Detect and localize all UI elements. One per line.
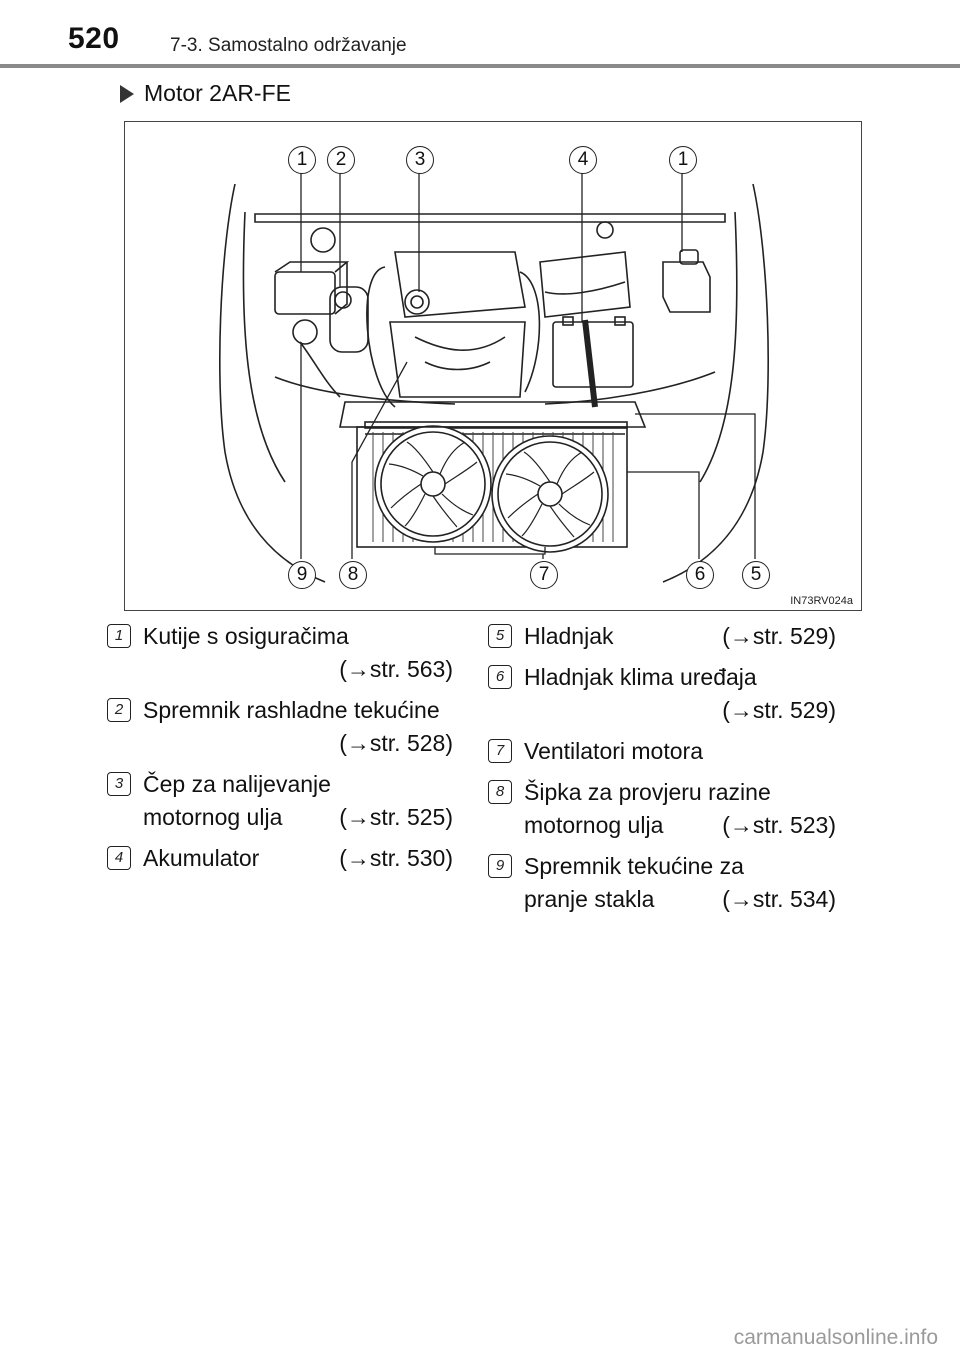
legend-number-badge: 5 [488,624,512,648]
legend-page-ref: (→str. 528) [339,730,453,756]
legend-page-ref: (→str. 530) [339,845,453,871]
engine-heading: Motor 2AR-FE [120,80,291,107]
figure-code: IN73RV024a [790,595,853,607]
legend-line: (→str. 529) [524,694,836,727]
legend-item: 9 Spremnik tekućine za pranje stakla (→str.… [488,850,836,916]
callout-badge: 8 [339,561,367,589]
watermark-text: carmanualsonline.info [733,1326,938,1349]
callout-badge: 3 [406,146,434,174]
page-number: 520 [68,22,120,55]
legend-number-badge: 2 [107,698,131,722]
legend-line: (→str. 528) [143,727,453,760]
legend-page-ref: (→str. 534) [722,886,836,912]
legend-line: Spremnik rashladne tekućine [143,694,453,727]
legend-line: Hladnjak klima uređaja [524,661,836,694]
legend-label: Spremnik tekućine za [524,853,744,879]
legend-item: 2 Spremnik rashladne tekućine (→str. 528) [107,694,453,760]
legend-line: Kutije s osiguračima [143,620,453,653]
legend-label: Akumulator [143,845,260,871]
legend-item: 8 Šipka za provjeru razine motornog ulja (→… [488,776,836,842]
legend-line: Čep za nalijevanje [143,768,453,801]
legend-item: 7 Ventilatori motora [488,735,836,768]
legend-item: 4 Akumulator (→str. 530) [107,842,453,875]
callout-badge: 1 [288,146,316,174]
legend-page-ref: (→str. 525) [339,804,453,830]
legend-number-badge: 4 [107,846,131,870]
engine-heading-text: Motor 2AR-FE [144,80,291,106]
legend-number-badge: 9 [488,854,512,878]
legend-item: 1 Kutije s osiguračima (→str. 563) [107,620,453,686]
legend-line: (→str. 563) [143,653,453,686]
legend-label: Čep za nalijevanje [143,771,331,797]
header-divider [0,64,960,68]
legend-label: Hladnjak [524,623,614,649]
legend-page-ref: (→str. 563) [339,656,453,682]
callout-badge: 1 [669,146,697,174]
legend-line: motornog ulja (→str. 525) [143,801,453,834]
legend-label: Ventilatori motora [524,738,703,764]
legend-line: Šipka za provjeru razine [524,776,836,809]
callout-badge: 6 [686,561,714,589]
legend-item: 3 Čep za nalijevanje motornog ulja (→str. 5… [107,768,453,834]
legend-page-ref: (→str. 529) [722,697,836,723]
legend-label: Šipka za provjeru razine [524,779,771,805]
legend-left-column: 1 Kutije s osiguračima (→str. 563) 2 Spremni… [107,620,453,883]
legend-label: Spremnik rashladne tekućine [143,697,440,723]
legend-number-badge: 7 [488,739,512,763]
callout-badge: 5 [742,561,770,589]
legend-number-badge: 6 [488,665,512,689]
legend-line: motornog ulja (→str. 523) [524,809,836,842]
callout-badge: 2 [327,146,355,174]
legend-number-badge: 3 [107,772,131,796]
legend-label: Hladnjak klima uređaja [524,664,757,690]
legend-right-column: 5 Hladnjak (→str. 529) 6 Hladnjak klima uređ… [488,620,836,924]
legend-number-badge: 8 [488,780,512,804]
legend-label: motornog ulja [143,804,283,830]
legend-page-ref: (→str. 529) [722,623,836,649]
bullet-triangle-icon [120,84,134,103]
engine-bay-illustration: 1 2 3 4 1 9 8 7 6 5 IN73RV024a [124,121,862,611]
legend-line: pranje stakla (→str. 534) [524,883,836,916]
legend-label: motornog ulja [524,812,664,838]
legend-line: Ventilatori motora [524,735,836,768]
legend-line: Spremnik tekućine za [524,850,836,883]
legend-number-badge: 1 [107,624,131,648]
legend-page-ref: (→str. 523) [722,812,836,838]
callout-badge: 9 [288,561,316,589]
callout-badge: 7 [530,561,558,589]
legend-item: 6 Hladnjak klima uređaja (→str. 529) [488,661,836,727]
legend-label: pranje stakla [524,886,655,912]
engine-bay-drawing [218,170,770,583]
legend-item: 5 Hladnjak (→str. 529) [488,620,836,653]
callout-badge: 4 [569,146,597,174]
section-title: 7-3. Samostalno održavanje [170,35,407,56]
legend-line: Hladnjak (→str. 529) [524,620,836,653]
legend-line: Akumulator (→str. 530) [143,842,453,875]
legend-label: Kutije s osiguračima [143,623,349,649]
